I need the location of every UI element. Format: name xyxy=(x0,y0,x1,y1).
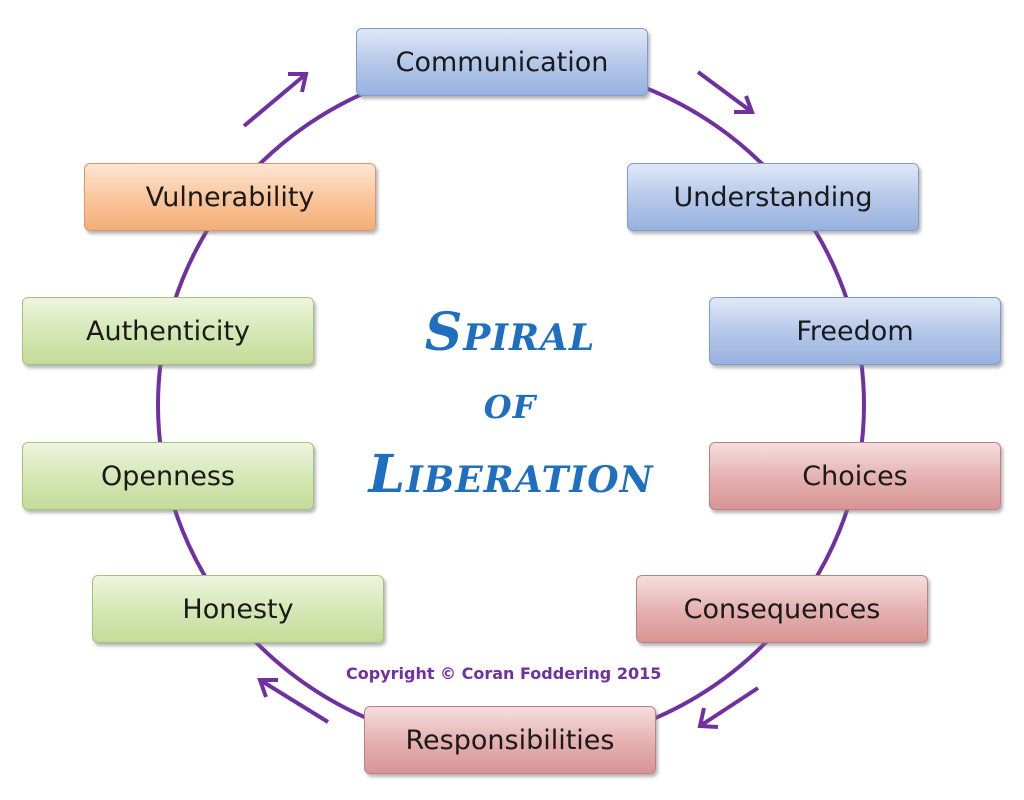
node-honesty: Honesty xyxy=(92,575,384,643)
arrow-top-left xyxy=(242,72,308,128)
node-communication: Communication xyxy=(356,28,648,96)
title-line-1: Spiral xyxy=(424,302,596,363)
arrow-bottom-left xyxy=(258,678,330,724)
node-vulnerability: Vulnerability xyxy=(84,163,376,231)
node-choices: Choices xyxy=(709,442,1001,510)
node-responsibilities: Responsibilities xyxy=(364,706,656,774)
title-line-3: Liberation xyxy=(368,444,654,505)
arrow-bottom-left-head xyxy=(257,678,278,698)
copyright-text: Copyright © Coran Foddering 2015 xyxy=(346,664,662,683)
arrow-top-left-head xyxy=(288,72,309,93)
node-understanding: Understanding xyxy=(627,163,919,231)
arrow-bottom-right xyxy=(698,686,760,728)
node-freedom: Freedom xyxy=(709,297,1001,365)
node-openness: Openness xyxy=(22,442,314,510)
title-line-2: of xyxy=(483,375,537,429)
node-consequences: Consequences xyxy=(636,575,928,643)
node-authenticity: Authenticity xyxy=(22,297,314,365)
arrow-bottom-right-head xyxy=(697,707,719,729)
arrow-top-right xyxy=(696,70,754,114)
arrow-top-right-head xyxy=(734,95,755,114)
